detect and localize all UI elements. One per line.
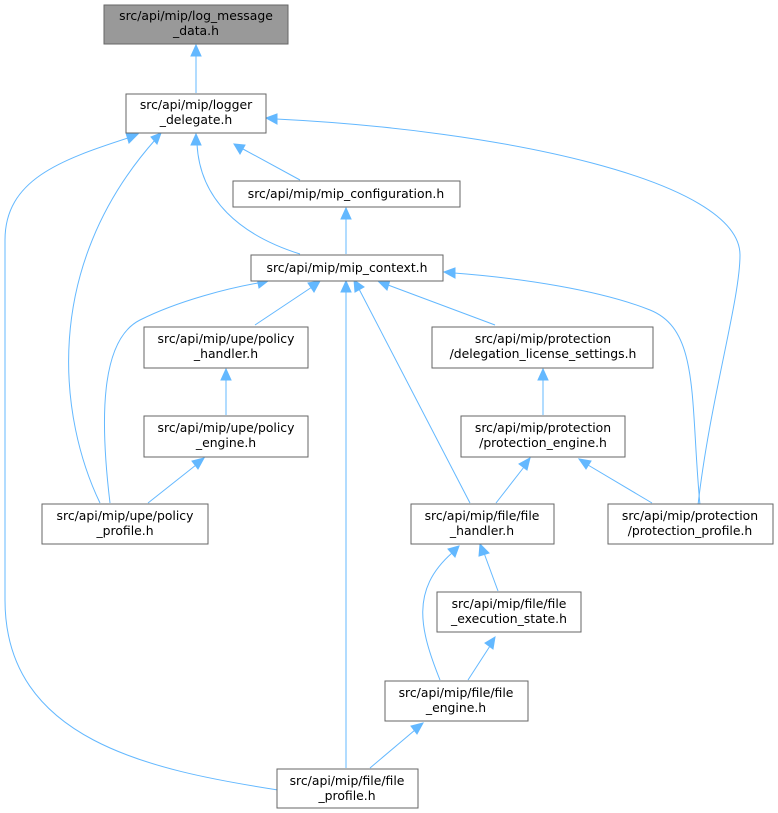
arrowhead xyxy=(340,206,352,220)
arrowhead xyxy=(233,143,246,155)
arrowhead xyxy=(478,542,490,557)
node-file-engine[interactable]: src/api/mip/file/file _engine.h xyxy=(384,680,529,722)
edge-policy-profile-to-mip-context xyxy=(103,282,259,504)
arrowhead xyxy=(264,113,278,125)
edge-file-profile-to-file-engine xyxy=(369,729,416,769)
node-label: src/api/mip/protection xyxy=(622,508,758,523)
arrowhead xyxy=(537,367,549,381)
node-label: src/api/mip/upe/policy xyxy=(57,508,194,523)
node-label: _delegate.h xyxy=(159,112,232,127)
arrowhead xyxy=(447,545,460,558)
node-delegation-license-settings[interactable]: src/api/mip/protection /delegation_licen… xyxy=(431,326,654,369)
node-protection-engine[interactable]: src/api/mip/protection /protection_engin… xyxy=(460,415,626,458)
edge-delegation-license-settings-to-mip-context xyxy=(387,284,496,326)
node-label: src/api/mip/file/file xyxy=(290,773,405,788)
node-label: _execution_state.h xyxy=(450,611,567,626)
node-label: /delegation_license_settings.h xyxy=(450,346,637,361)
arrowhead xyxy=(577,458,592,470)
node-mip-configuration[interactable]: src/api/mip/mip_configuration.h xyxy=(232,180,461,208)
arrowhead xyxy=(518,457,531,471)
node-label: _engine.h xyxy=(425,700,486,715)
arrowhead xyxy=(220,367,232,381)
edge-protection-profile-to-logger-delegate xyxy=(275,118,741,506)
edge-file-handler-to-mip-context xyxy=(358,288,471,504)
node-policy-profile[interactable]: src/api/mip/upe/policy _profile.h xyxy=(41,503,209,545)
arrowhead xyxy=(125,132,140,144)
node-file-profile[interactable]: src/api/mip/file/file _profile.h xyxy=(276,768,419,809)
edge-policy-handler-to-mip-context xyxy=(254,286,313,326)
node-label: src/api/mip/logger xyxy=(140,97,253,112)
edge-file-engine-to-file-handler xyxy=(422,552,453,681)
edge-policy-profile-to-policy-engine xyxy=(147,464,197,504)
arrowhead xyxy=(442,267,456,279)
edge-protection-profile-to-mip-context xyxy=(453,272,701,506)
arrowhead xyxy=(190,132,202,146)
node-label: _profile.h xyxy=(95,523,153,538)
graph-nodes: src/api/mip/log_message _data.h src/api/… xyxy=(41,4,774,809)
node-label: /protection_profile.h xyxy=(628,523,753,538)
arrowhead xyxy=(191,457,205,470)
node-label: src/api/mip/file/file xyxy=(452,596,567,611)
node-label: src/api/mip/upe/policy xyxy=(158,420,295,435)
edge-mip-configuration-to-logger-delegate xyxy=(242,148,301,181)
arrowhead xyxy=(410,722,424,735)
node-label: src/api/mip/upe/policy xyxy=(158,331,295,346)
node-label: src/api/mip/log_message xyxy=(119,8,273,23)
node-label: src/api/mip/protection xyxy=(475,420,611,435)
edge-file-engine-to-file-execution-state xyxy=(467,645,491,681)
node-label: _data.h xyxy=(172,23,219,38)
node-file-execution-state[interactable]: src/api/mip/file/file _execution_state.h xyxy=(436,591,582,633)
node-label: src/api/mip/protection xyxy=(475,331,611,346)
edge-policy-profile-to-logger-delegate xyxy=(68,139,156,504)
edge-file-handler-to-protection-engine xyxy=(495,466,525,504)
edge-file-profile-to-logger-delegate xyxy=(4,137,279,791)
node-mip-context[interactable]: src/api/mip/mip_context.h xyxy=(250,254,444,282)
node-label: _profile.h xyxy=(317,788,375,803)
arrowhead xyxy=(353,278,365,293)
node-file-handler[interactable]: src/api/mip/file/file _handler.h xyxy=(410,503,555,545)
node-label: /protection_engine.h xyxy=(479,435,607,450)
graph-edges xyxy=(4,43,741,791)
node-logger-delegate[interactable]: src/api/mip/logger _delegate.h xyxy=(125,93,267,134)
arrowhead xyxy=(150,132,162,145)
arrowhead xyxy=(484,636,496,650)
node-label: _handler.h xyxy=(449,523,514,538)
node-policy-engine[interactable]: src/api/mip/upe/policy _engine.h xyxy=(143,415,309,458)
arrowhead xyxy=(190,43,202,57)
node-label: _handler.h xyxy=(193,346,258,361)
node-label: src/api/mip/mip_configuration.h xyxy=(248,186,444,201)
node-label: src/api/mip/file/file xyxy=(399,685,514,700)
node-label: _engine.h xyxy=(195,435,256,450)
node-label: src/api/mip/file/file xyxy=(425,508,540,523)
edge-file-execution-state-to-file-handler xyxy=(483,552,499,592)
node-label: src/api/mip/mip_context.h xyxy=(267,260,428,275)
arrowhead xyxy=(340,279,352,293)
arrowhead xyxy=(307,280,321,293)
edge-mip-context-to-logger-delegate xyxy=(196,143,301,255)
edge-protection-profile-to-protection-engine xyxy=(587,464,653,504)
node-policy-handler[interactable]: src/api/mip/upe/policy _handler.h xyxy=(143,326,309,369)
node-log-message-data[interactable]: src/api/mip/log_message _data.h xyxy=(103,4,289,45)
node-protection-profile[interactable]: src/api/mip/protection /protection_profi… xyxy=(607,503,774,545)
